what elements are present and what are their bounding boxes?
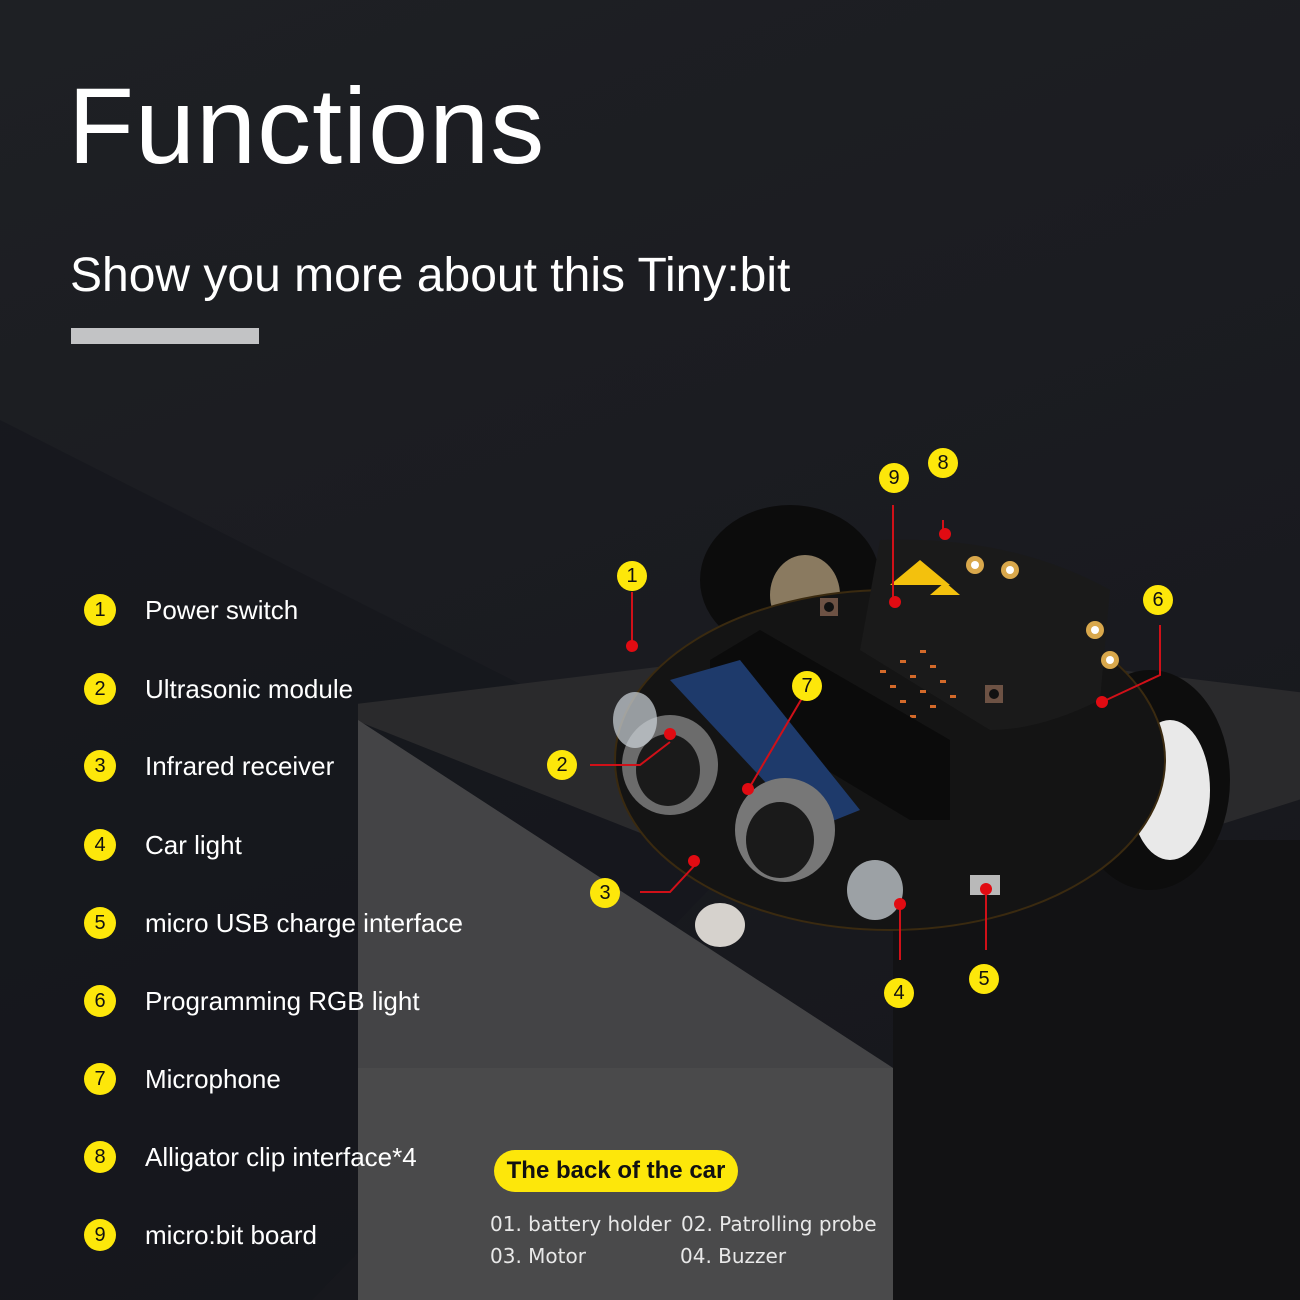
feature-number-badge: 6 [84, 985, 116, 1017]
feature-item: 6 Programming RGB light [84, 985, 420, 1017]
feature-item: 3 Infrared receiver [84, 750, 334, 782]
callout-badge-5: 5 [969, 964, 999, 994]
callout-dot-power-switch [626, 640, 638, 652]
feature-item: 8 Alligator clip interface*4 [84, 1141, 417, 1173]
feature-label: Alligator clip interface*4 [145, 1141, 417, 1172]
callout-dot-ultrasonic [664, 728, 676, 740]
feature-item: 4 Car light [84, 829, 242, 861]
back-item-buzzer: 04. Buzzer [680, 1244, 787, 1268]
callout-dot-usb [980, 883, 992, 895]
feature-number-badge: 8 [84, 1141, 116, 1173]
callout-dot-rgb-light [1096, 696, 1108, 708]
feature-label: Ultrasonic module [145, 673, 354, 704]
callout-dot-alligator-clip [939, 528, 951, 540]
back-item-patrolling-probe: 02. Patrolling probe [681, 1212, 877, 1236]
callout-dot-car-light [894, 898, 906, 910]
feature-label: Infrared receiver [145, 750, 335, 781]
feature-label: Car light [145, 829, 242, 860]
feature-number-badge: 4 [84, 829, 116, 861]
callout-dot-infrared [688, 855, 700, 867]
page-title: Functions [68, 65, 546, 186]
feature-item: 1 Power switch [84, 594, 298, 626]
feature-item: 5 micro USB charge interface [84, 907, 463, 939]
callout-badge-3: 3 [590, 878, 620, 908]
feature-label: Programming RGB light [145, 985, 420, 1016]
callout-badge-2: 2 [547, 750, 577, 780]
callout-badge-7: 7 [792, 671, 822, 701]
back-item-battery-holder: 01. battery holder [490, 1212, 672, 1236]
feature-item: 9 micro:bit board [84, 1219, 317, 1251]
feature-number-badge: 3 [84, 750, 116, 782]
back-item-motor: 03. Motor [490, 1244, 586, 1268]
page-subtitle: Show you more about this Tiny:bit [70, 249, 791, 302]
feature-number-badge: 9 [84, 1219, 116, 1251]
feature-number-badge: 1 [84, 594, 116, 626]
title-underline [71, 328, 259, 344]
feature-number-badge: 7 [84, 1063, 116, 1095]
feature-number-badge: 5 [84, 907, 116, 939]
callout-badge-4: 4 [884, 978, 914, 1008]
feature-label: Microphone [145, 1063, 281, 1094]
feature-item: 7 Microphone [84, 1063, 281, 1095]
tiny-bit-car-image [590, 505, 1230, 960]
callout-badge-6: 6 [1143, 585, 1173, 615]
callout-dot-microbit [889, 596, 901, 608]
feature-number-badge: 2 [84, 673, 116, 705]
feature-label: micro USB charge interface [145, 907, 463, 938]
callout-badge-1: 1 [617, 561, 647, 591]
feature-label: micro:bit board [145, 1219, 317, 1250]
back-of-car-badge: The back of the car [494, 1150, 738, 1192]
feature-item: 2 Ultrasonic module [84, 673, 353, 705]
callout-badge-8: 8 [928, 448, 958, 478]
callout-dot-microphone [742, 783, 754, 795]
feature-label: Power switch [145, 594, 299, 625]
callout-badge-9: 9 [879, 463, 909, 493]
